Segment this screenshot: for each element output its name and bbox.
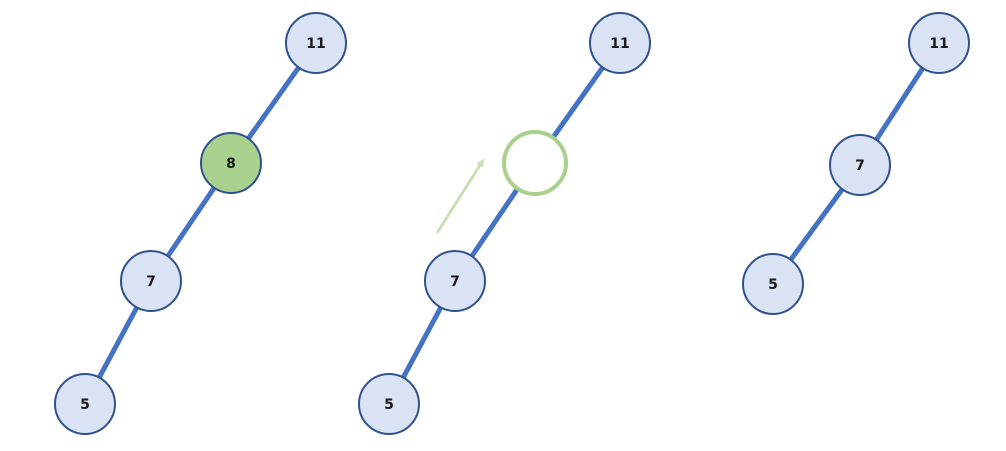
node-11-label: 11: [306, 36, 325, 52]
node-5: 5: [358, 373, 420, 435]
node-11: 11: [908, 12, 970, 74]
node-7: 7: [120, 250, 182, 312]
node-5-circle: [54, 373, 116, 435]
node-7-circle: [829, 134, 891, 196]
node-7: 7: [829, 134, 891, 196]
empty-node-slot: [502, 130, 568, 196]
node-5-circle: [358, 373, 420, 435]
node-7: 7: [424, 250, 486, 312]
panel-1-original-tree: 11 8 7 5: [54, 12, 347, 435]
node-7-circle: [120, 250, 182, 312]
node-5: 5: [54, 373, 116, 435]
node-7-label: 7: [146, 274, 156, 290]
node-5-label: 5: [768, 277, 778, 293]
node-5-circle: [742, 253, 804, 315]
node-11-circle: [589, 12, 651, 74]
node-5-label: 5: [80, 397, 90, 413]
move-up-arrow: [435, 158, 485, 234]
node-8-highlighted: 8: [200, 132, 262, 194]
panel-3-result-tree: 11 7 5: [742, 12, 970, 315]
node-11: 11: [589, 12, 651, 74]
node-11: 11: [285, 12, 347, 74]
node-11-label: 11: [929, 36, 948, 52]
node-11-label: 11: [610, 36, 629, 52]
node-11-circle: [908, 12, 970, 74]
node-11-circle: [285, 12, 347, 74]
node-8-label: 8: [226, 156, 236, 172]
node-8-circle: [200, 132, 262, 194]
node-7-label: 7: [450, 274, 460, 290]
node-5: 5: [742, 253, 804, 315]
node-5-label: 5: [384, 397, 394, 413]
node-7-circle: [424, 250, 486, 312]
node-7-label: 7: [855, 158, 865, 174]
panel-2-node-removed: 11 7 5: [358, 12, 651, 435]
